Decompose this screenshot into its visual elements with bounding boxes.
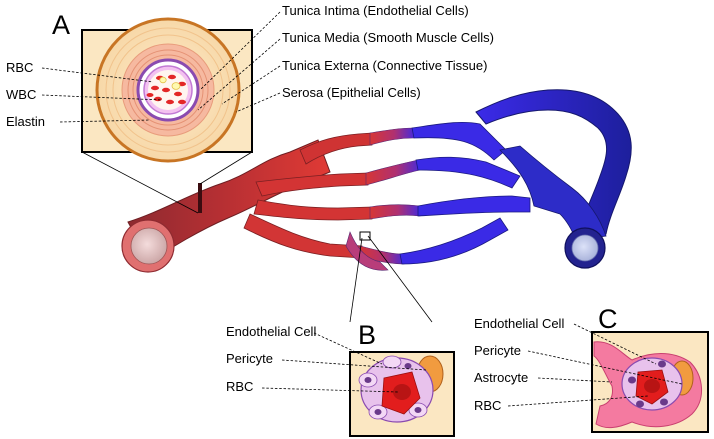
- leader-wbc: [41, 94, 163, 101]
- externa-ring-1: [105, 27, 231, 153]
- leader-b-rbc: [261, 387, 399, 393]
- zoom-lines: [81, 151, 433, 323]
- label-b-endothelial: Endothelial Cell: [226, 324, 316, 339]
- nucleus-c1: [628, 376, 636, 384]
- vein-trunk-lower: [499, 145, 607, 241]
- wbc-cell-2: [159, 76, 167, 84]
- externa-ring-2: [112, 34, 224, 146]
- label-serosa: Serosa (Epithelial Cells): [282, 85, 421, 100]
- leader-media: [197, 38, 281, 111]
- label-wbc: WBC: [6, 87, 36, 102]
- vein-trunk: [475, 89, 632, 235]
- vein-branch-4: [399, 217, 509, 265]
- leader-b-endothelial: [313, 332, 383, 365]
- leader-intima: [199, 11, 281, 91]
- leader-c-astrocyte: [537, 377, 613, 383]
- nucleus-b1: [364, 377, 372, 383]
- vascular-tree: [121, 89, 632, 273]
- nucleus-b2: [374, 409, 382, 415]
- wbc-cell: [171, 82, 181, 90]
- vein-branch-3: [417, 195, 531, 217]
- panel-b: B Endothelial Cell Pericyte RBC: [226, 320, 455, 437]
- vein-branch-1: [411, 121, 507, 161]
- label-c-rbc: RBC: [474, 398, 501, 413]
- label-c-pericyte: Pericyte: [474, 343, 521, 358]
- rbc-b-shade: [393, 384, 411, 400]
- nucleus-c3: [660, 398, 668, 406]
- leader-externa: [221, 65, 281, 105]
- leader-rbc: [41, 67, 154, 83]
- endothelial-cell-b4: [382, 355, 402, 369]
- leader-serosa: [235, 92, 281, 113]
- label-b-pericyte: Pericyte: [226, 351, 273, 366]
- label-tunica-externa: Tunica Externa (Connective Tissue): [282, 58, 487, 73]
- artery-branch-4: [243, 213, 363, 259]
- artery-branch-1: [299, 132, 373, 165]
- capillary-2: [365, 159, 421, 186]
- panel-c: C Endothelial Cell Pericyte Astrocyte RB…: [474, 304, 709, 433]
- panel-b-letter: B: [358, 320, 376, 350]
- artery-lumen: [130, 227, 168, 265]
- panel-a-letter: A: [52, 10, 70, 40]
- label-c-astrocyte: Astrocyte: [474, 370, 528, 385]
- artery-section-marker: [198, 183, 202, 213]
- nucleus-b3: [414, 407, 422, 413]
- label-b-rbc: RBC: [226, 379, 253, 394]
- panel-c-letter: C: [598, 304, 618, 334]
- artery-branch-3: [253, 199, 373, 221]
- panel-a: A RBC WBC Elastin Tunica Intima (Endothe…: [6, 3, 494, 163]
- leader-c-endothelial: [573, 323, 657, 365]
- label-elastin: Elastin: [6, 114, 45, 129]
- vein-branch-2: [415, 156, 521, 189]
- leader-elastin: [59, 119, 151, 123]
- nucleus-c4: [658, 360, 666, 368]
- nucleus-c2: [636, 400, 644, 408]
- label-tunica-media: Tunica Media (Smooth Muscle Cells): [282, 30, 494, 45]
- media-ring-2: [132, 54, 204, 126]
- capillary-section-marker: [359, 231, 371, 241]
- capillary-5: [345, 231, 389, 271]
- artery-trunk: [127, 139, 331, 263]
- capillary-1: [369, 127, 415, 146]
- capillary-3: [369, 204, 421, 220]
- leader-c-rbc: [507, 395, 649, 407]
- label-tunica-intima: Tunica Intima (Endothelial Cells): [282, 3, 469, 18]
- label-rbc: RBC: [6, 60, 33, 75]
- media-ring-1: [127, 49, 209, 131]
- rbc-c-shade: [644, 379, 660, 393]
- nucleus-b4: [404, 363, 412, 369]
- leader-c-pericyte: [527, 350, 683, 385]
- label-c-endothelial: Endothelial Cell: [474, 316, 564, 331]
- vein-lumen: [571, 234, 599, 262]
